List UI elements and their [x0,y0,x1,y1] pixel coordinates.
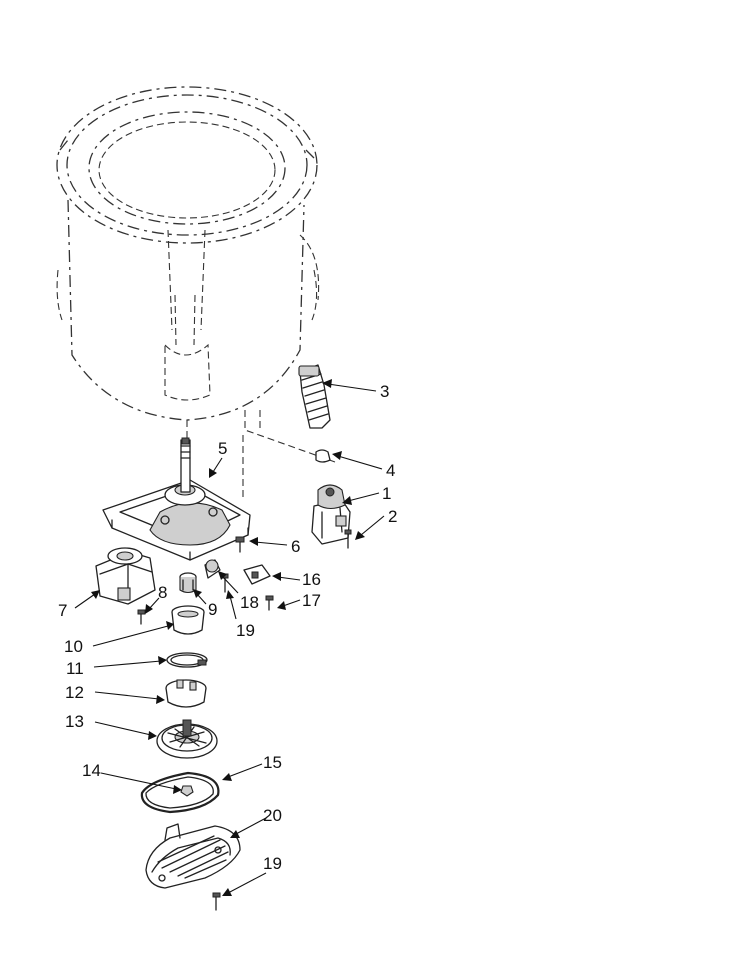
gearcase-assembly [102,437,251,561]
callout-15: 15 [263,753,282,772]
washer-tub-phantom [56,86,336,500]
callout-9: 9 [208,600,217,619]
callout-3: 3 [380,382,389,401]
switch-screw [265,595,274,611]
pump-screw [344,529,352,549]
drive-belt [140,771,220,814]
drain-hose [298,364,331,429]
callout-19-upper: 19 [236,621,255,640]
callout-18: 18 [240,593,259,612]
callout-14: 14 [82,761,101,780]
lid-switch [243,564,271,585]
drive-pulley [156,719,218,759]
callout-8: 8 [158,583,167,602]
callout-20: 20 [263,806,282,825]
callout-1: 1 [382,484,391,503]
drive-hub [171,605,205,635]
callout-6: 6 [291,537,300,556]
retaining-ring [166,652,208,668]
pulley-nut [180,785,194,797]
callout-4: 4 [386,461,395,480]
plate-screw [235,536,245,553]
callout-11: 11 [66,659,84,678]
callout-numbers: 1 2 3 4 5 6 7 8 9 10 11 12 13 14 15 16 1… [58,382,397,873]
callout-19-lower: 19 [263,854,282,873]
callout-17: 17 [302,591,321,610]
callout-5: 5 [218,439,227,458]
capacitor [204,559,221,579]
callout-10: 10 [64,637,83,656]
shield-screw [212,892,221,911]
callout-13: 13 [65,712,84,731]
belt-shield [145,823,241,889]
drive-motor [95,547,156,605]
drain-pump [311,484,351,545]
callout-2: 2 [388,507,397,526]
callout-leaders [74,379,385,896]
callout-12: 12 [65,683,84,702]
callout-7: 7 [58,601,67,620]
clutch-assembly [165,679,207,708]
callout-16: 16 [302,570,321,589]
hose-clamp [315,449,331,463]
motor-screw [137,609,146,625]
